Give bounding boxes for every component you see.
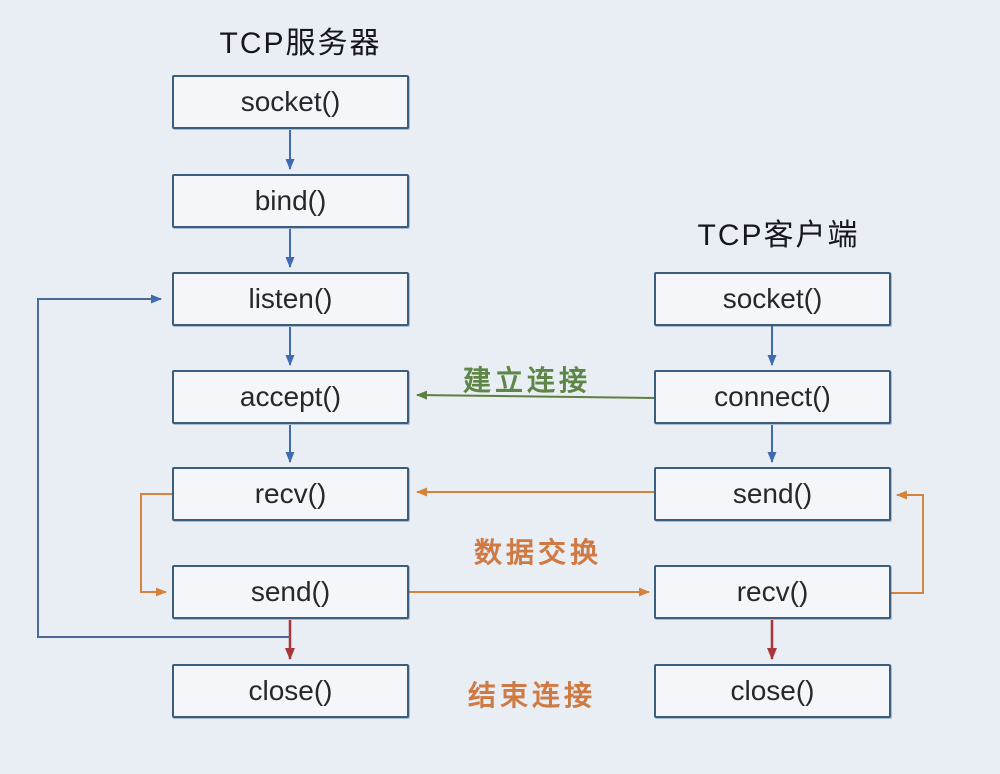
server-listen-box: listen() — [172, 272, 409, 326]
server-recv-box: recv() — [172, 467, 409, 521]
server-send-box: send() — [172, 565, 409, 619]
server-title: TCP服务器 — [219, 27, 382, 60]
client-close-box: close() — [654, 664, 891, 718]
server-bind-box: bind() — [172, 174, 409, 228]
client-recv-box: recv() — [654, 565, 891, 619]
loop-client-recv-to-send — [891, 490, 924, 594]
server-socket-box: socket() — [172, 75, 409, 129]
client-socket-box: socket() — [654, 272, 891, 326]
server-accept-box: accept() — [172, 370, 409, 424]
loop-server-recv-to-send — [140, 493, 172, 597]
client-connect-box: connect() — [654, 370, 891, 424]
data-exchange-label: 数据交换 — [473, 537, 602, 568]
client-send-box: send() — [654, 467, 891, 521]
loop-back-to-listen — [37, 294, 290, 638]
client-title: TCP客户端 — [697, 219, 860, 252]
terminate-connection-label: 结束连接 — [467, 680, 596, 711]
server-close-box: close() — [172, 664, 409, 718]
arrow-connect-to-accept — [416, 390, 655, 400]
establish-connection-label: 建立连接 — [462, 365, 591, 396]
